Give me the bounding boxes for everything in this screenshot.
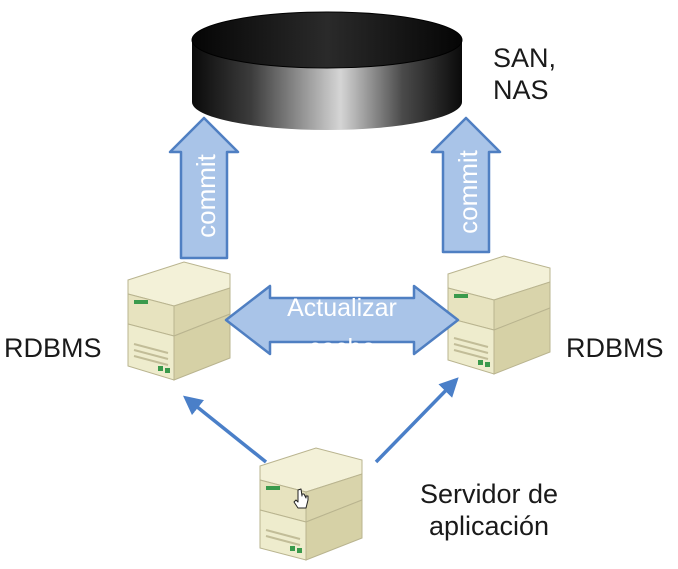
commit-arrow-left: commit (168, 116, 240, 260)
commit-label-left: commit (191, 153, 221, 238)
server-icon-right (447, 255, 551, 375)
storage-disk-icon (191, 11, 463, 130)
storage-label-line1: SAN, (493, 43, 557, 73)
sync-label-line1: Actualizar (287, 294, 397, 322)
app-server-label: Servidor de aplicación (420, 478, 558, 542)
link-arrow-right (374, 377, 459, 464)
link-arrow-left (182, 395, 268, 464)
rdbms-label-left: RDBMS (4, 333, 102, 363)
hand-cursor-icon (293, 488, 309, 509)
commit-arrow-right: commit (430, 116, 502, 254)
commit-label-right: commit (453, 149, 483, 234)
sync-label-line2: cache (309, 334, 376, 362)
cache-sync-arrow: Actualizar cache (224, 284, 460, 362)
app-server-label-line1: Servidor de (420, 479, 559, 509)
storage-label: SAN, NAS (493, 42, 556, 106)
app-server-label-line2: aplicación (429, 511, 550, 541)
server-icon-left (127, 261, 231, 381)
rdbms-label-right: RDBMS (566, 333, 664, 363)
server-icon-application (259, 447, 363, 561)
storage-label-line2: NAS (493, 75, 549, 105)
